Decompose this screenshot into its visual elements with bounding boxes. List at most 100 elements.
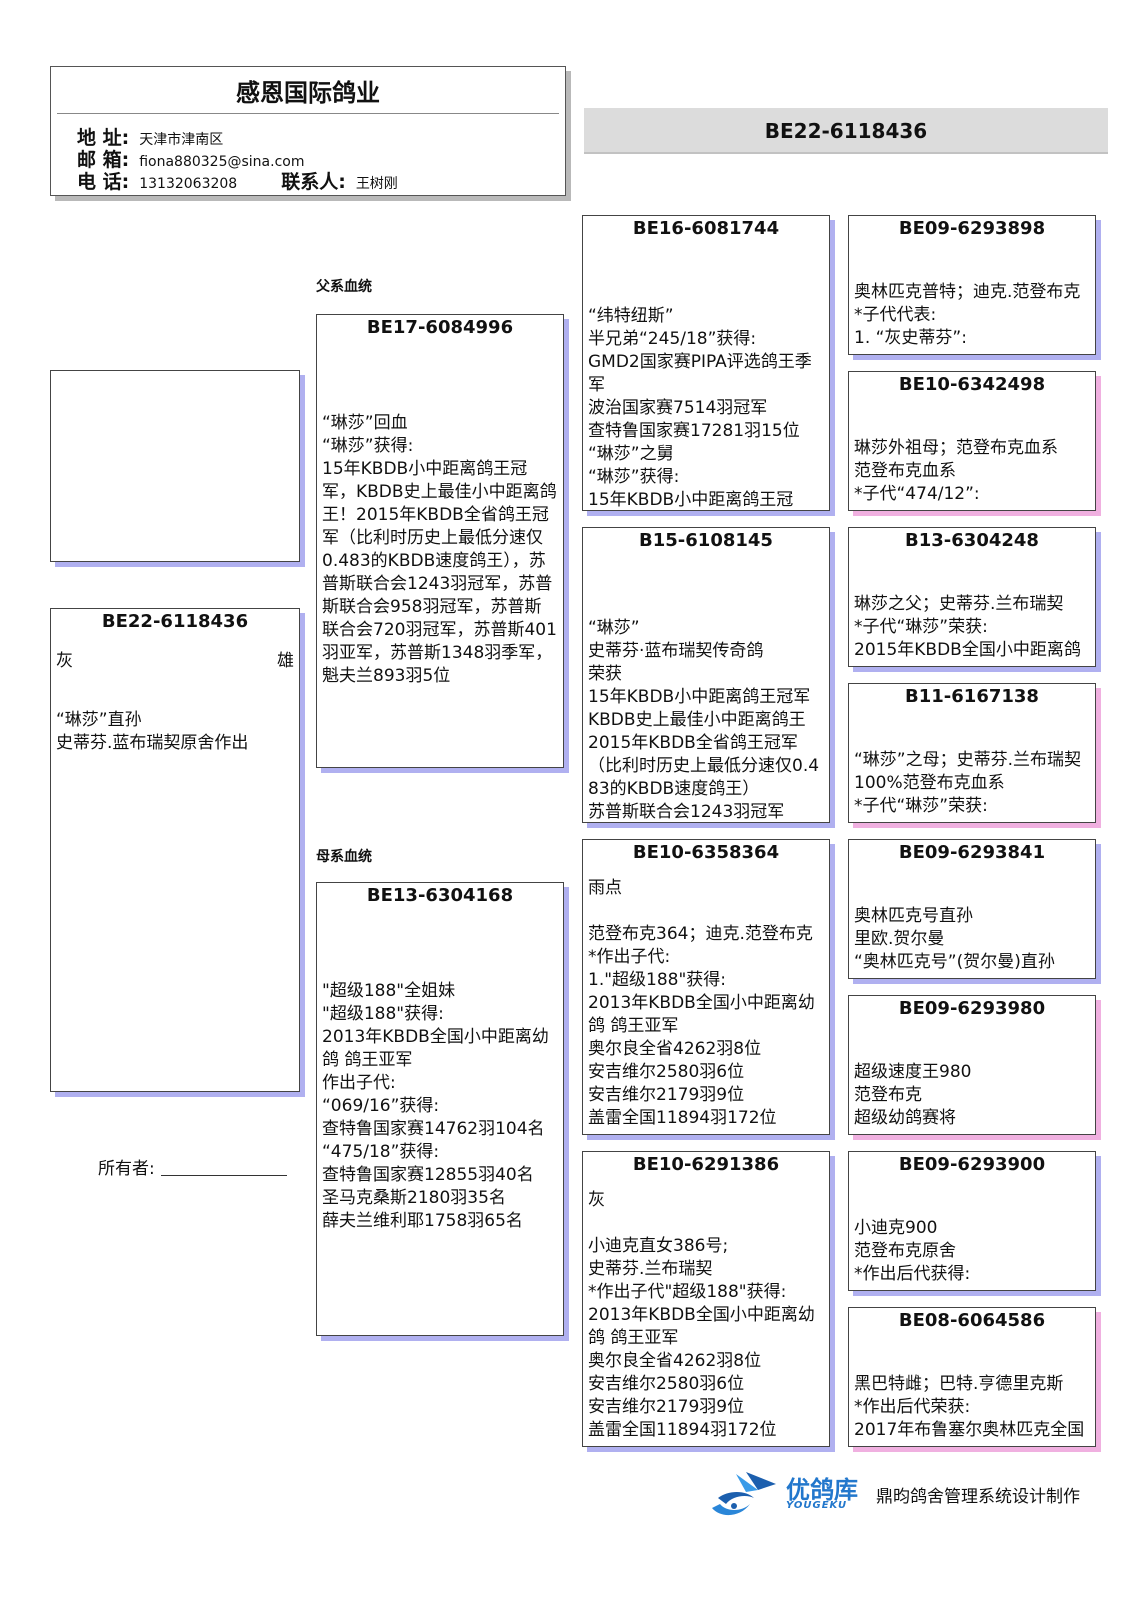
- great-grandparent-box-3: B13-6304248 琳莎之父；史蒂芬.兰布瑞契 *子代“琳莎”荣获: 201…: [848, 527, 1096, 667]
- great-grandparent-box-4: B11-6167138 “琳莎”之母；史蒂芬.兰布瑞契 100%范登布克血系 *…: [848, 683, 1096, 823]
- note-line: *作出子代:: [588, 947, 671, 967]
- great-grandparent-notes: 琳莎之父；史蒂芬.兰布瑞契 *子代“琳莎”荣获: 2015年KBDB全国小中距离…: [849, 593, 1095, 662]
- subject-ring-bar: BE22-6118436: [584, 108, 1108, 154]
- note-line: 1."超级188"获得:: [588, 970, 727, 990]
- grandparent-ring: BE10-6358364: [632, 842, 780, 863]
- note-line: 作出子代:: [322, 1073, 396, 1093]
- note-line: 小迪克900: [854, 1218, 938, 1238]
- logo-text: 优鸽库: [786, 1476, 858, 1504]
- yougeku-logo-icon: [712, 1472, 776, 1516]
- note-line: *作出后代荣获:: [854, 1397, 971, 1417]
- subject-notes: “琳莎”直孙 史蒂芬.蓝布瑞契原舍作出: [51, 709, 299, 755]
- great-grandparent-notes: “琳莎”之母；史蒂芬.兰布瑞契 100%范登布克血系 *子代“琳莎”荣获:: [849, 749, 1095, 818]
- note-line: “琳莎”回血: [322, 413, 408, 433]
- email-value: fiona880325@sina.com: [139, 154, 305, 170]
- address-label: 地 址:: [77, 127, 130, 149]
- note-line: 100%范登布克血系: [854, 773, 1005, 793]
- great-grandparent-notes: 超级速度王980 范登布克 超级幼鸽赛将: [849, 1061, 1095, 1130]
- grandsire-paternal-box: BE16-6081744 “纬特纽斯” 半兄弟“245/18”获得: GMD2国…: [582, 215, 830, 511]
- note-line: （比利时历史上最低分速仅0.483的KBDB速度鸽王）: [588, 756, 820, 799]
- note-line: “475/18”获得:: [322, 1142, 440, 1162]
- great-grandparent-notes: 奥林匹克号直孙 里欧.贺尔曼 “奥林匹克号”(贺尔曼)直孙: [849, 905, 1095, 974]
- email-row: 邮 箱:fiona880325@sina.com: [77, 145, 304, 172]
- great-grandparent-ring: BE09-6293841: [898, 842, 1046, 863]
- great-grandparent-ring: BE09-6293898: [898, 218, 1046, 239]
- grandparent-notes: “琳莎” 史蒂芬·蓝布瑞契传奇鸽 荣获 15年KBDB小中距离鸽王冠军 KBDB…: [583, 617, 829, 822]
- logo-subtext: YOUGEKU: [786, 1500, 848, 1511]
- note-line: “069/16”获得:: [322, 1096, 440, 1116]
- sire-ring: BE17-6084996: [366, 317, 514, 338]
- note-line: 雨点: [588, 878, 622, 898]
- note-line: 史蒂芬·蓝布瑞契传奇鸽: [588, 641, 764, 661]
- phone-value: 13132063208: [139, 176, 238, 192]
- grandsire-maternal-box: BE10-6358364 雨点 范登布克364；迪克.范登布克 *作出子代: 1…: [582, 839, 830, 1135]
- note-line: 15年KBDB小中距离鸽王冠: [588, 490, 794, 510]
- note-line: 2015年KBDB全省鸽王冠军: [588, 733, 798, 753]
- note-line: *子代代表:: [854, 305, 937, 325]
- note-line: 奥尔良全省4262羽8位: [588, 1351, 762, 1371]
- note-line: 波治国家赛7514羽冠军: [588, 398, 768, 418]
- contact-label: 联系人:: [281, 171, 346, 193]
- note-line: 2013年KBDB全国小中距离幼鸽 鸽王亚军: [588, 1305, 815, 1348]
- note-line: 小迪克直女386号;: [588, 1236, 729, 1256]
- note-line: 范登布克原舍: [854, 1241, 956, 1261]
- note-line: 奥林匹克普特；迪克.范登布克: [854, 282, 1081, 302]
- note-line: 史蒂芬.兰布瑞契: [588, 1259, 713, 1279]
- note-line: “琳莎”获得:: [322, 436, 414, 456]
- note-line: 琳莎之父；史蒂芬.兰布瑞契: [854, 594, 1064, 614]
- note-line: 2013年KBDB全国小中距离幼鸽 鸽王亚军: [588, 993, 815, 1036]
- note-line: 1. “灰史蒂芬”:: [854, 328, 967, 348]
- granddam-paternal-box: B15-6108145 “琳莎” 史蒂芬·蓝布瑞契传奇鸽 荣获 15年KBDB小…: [582, 527, 830, 823]
- address-value: 天津市津南区: [139, 132, 224, 148]
- note-line: “琳莎”获得:: [588, 467, 680, 487]
- phone-label: 电 话:: [77, 171, 130, 193]
- dam-ring: BE13-6304168: [366, 885, 514, 906]
- subject-sex: 雄: [277, 651, 294, 671]
- granddam-maternal-box: BE10-6291386 灰 小迪克直女386号; 史蒂芬.兰布瑞契 *作出子代…: [582, 1151, 830, 1447]
- dam-notes: "超级188"全姐妹 "超级188"获得: 2013年KBDB全国小中距离幼鸽 …: [317, 980, 563, 1233]
- note-line: 薛夫兰维利耶1758羽65名: [322, 1211, 523, 1231]
- note-line: 安吉维尔2179羽9位: [588, 1085, 745, 1105]
- note-line: 里欧.贺尔曼: [854, 929, 945, 949]
- owner-label: 所有者:: [98, 1159, 155, 1179]
- divider: [57, 113, 559, 114]
- note-line: 圣马克桑斯2180羽35名: [322, 1188, 506, 1208]
- note-line: 2015年KBDB全国小中距离鸽: [854, 640, 1081, 660]
- pigeon-photo: [50, 370, 300, 562]
- note-line: 查特鲁国家赛17281羽15位: [588, 421, 800, 441]
- note-line: “琳莎”: [588, 618, 640, 638]
- great-grandparent-ring: BE10-6342498: [898, 374, 1046, 395]
- footer-credit: 优鸽库 YOUGEKU 鼎昀鸽舍管理系统设计制作: [706, 1468, 1086, 1520]
- note-line: 范登布克: [854, 1085, 922, 1105]
- sire-box: BE17-6084996 “琳莎”回血 “琳莎”获得: 15年KBDB小中距离鸽…: [316, 314, 564, 768]
- contact-value: 王树刚: [355, 176, 398, 192]
- owner-field: 所有者:: [98, 1154, 287, 1179]
- note-line: “琳莎”之母；史蒂芬.兰布瑞契: [854, 750, 1082, 770]
- note-line: 安吉维尔2580羽6位: [588, 1062, 745, 1082]
- note-line: 2017年布鲁塞尔奥林匹克全国: [854, 1420, 1085, 1440]
- note-line: 超级幼鸽赛将: [854, 1108, 956, 1128]
- paternal-section-label: 父系血统: [316, 279, 372, 295]
- note-line: 15年KBDB小中距离鸽王冠军: [588, 687, 811, 707]
- note-line: “琳莎”之舅: [588, 444, 674, 464]
- note-line: “奥林匹克号”(贺尔曼)直孙: [854, 952, 1055, 972]
- note-line: 范登布克血系: [854, 461, 956, 481]
- note-line: 奥尔良全省4262羽8位: [588, 1039, 762, 1059]
- subject-meta: 灰 雄: [51, 646, 299, 671]
- breeder-title: 感恩国际鸽业: [236, 79, 380, 107]
- note-line: [588, 900, 824, 923]
- owner-line: [160, 1175, 287, 1176]
- great-grandparent-box-1: BE09-6293898 奥林匹克普特；迪克.范登布克 *子代代表: 1. “灰…: [848, 215, 1096, 355]
- subject-box: BE22-6118436 灰 雄 “琳莎”直孙 史蒂芬.蓝布瑞契原舍作出: [50, 608, 300, 1092]
- great-grandparent-box-7: BE09-6293900 小迪克900 范登布克原舍 *作出后代获得:: [848, 1151, 1096, 1291]
- note-line: 查特鲁国家赛14762羽104名: [322, 1119, 545, 1139]
- note-line: 史蒂芬.蓝布瑞契原舍作出: [56, 733, 249, 753]
- great-grandparent-ring: BE08-6064586: [898, 1310, 1046, 1331]
- note-line: 半兄弟“245/18”获得:: [588, 329, 757, 349]
- subject-ring: BE22-6118436: [101, 611, 249, 632]
- sire-notes: “琳莎”回血 “琳莎”获得: 15年KBDB小中距离鸽王冠军，KBDB史上最佳小…: [317, 412, 563, 688]
- phone-row: 电 话: 13132063208 联系人: 王树刚: [77, 167, 398, 194]
- subject-color: 灰: [56, 651, 73, 671]
- great-grandparent-notes: 黑巴特雌；巴特.亨德里克斯 *作出后代荣获: 2017年布鲁塞尔奥林匹克全国: [849, 1373, 1095, 1442]
- grandparent-ring: BE10-6291386: [632, 1154, 780, 1175]
